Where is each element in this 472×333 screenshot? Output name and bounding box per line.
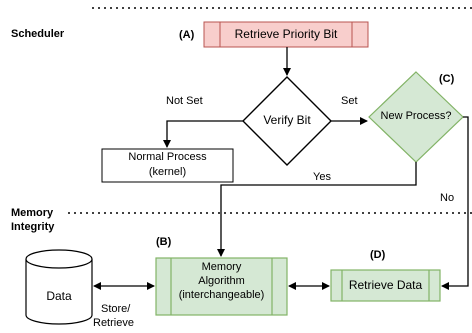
edge-label-store-retrieve-line2: Retrieve bbox=[93, 317, 134, 329]
edge-label-yes: Yes bbox=[313, 171, 331, 183]
retrieve-priority-bit-box bbox=[203, 21, 369, 48]
edge-new-process-yes bbox=[217, 162, 417, 257]
retrieve-priority-bit-label: Retrieve Priority Bit bbox=[234, 27, 338, 41]
section-scheduler: Scheduler bbox=[11, 28, 65, 40]
memory-algorithm-box bbox=[155, 257, 288, 316]
edge-verify-not-set bbox=[163, 120, 243, 148]
verify-bit-label: Verify Bit bbox=[263, 113, 311, 127]
edge-label-store-retrieve-line1: Store/ bbox=[101, 303, 131, 315]
tag-a: (A) bbox=[179, 29, 195, 41]
memory-algorithm-label-line2: Algorithm bbox=[198, 275, 245, 287]
edge-new-process-no bbox=[441, 116, 469, 290]
edge-label-no: No bbox=[440, 192, 455, 204]
retrieve-data-box bbox=[330, 269, 441, 302]
data-cylinder bbox=[25, 249, 93, 325]
section-memory-integrity-line2: Integrity bbox=[11, 221, 55, 233]
tag-b: (B) bbox=[156, 236, 172, 248]
memory-algorithm-label-line1: Memory bbox=[201, 261, 242, 273]
tag-d: (D) bbox=[370, 249, 386, 261]
data-label: Data bbox=[46, 289, 72, 303]
normal-process-box bbox=[101, 148, 234, 183]
verify-bit-diamond bbox=[242, 76, 332, 166]
edge-label-not-set: Not Set bbox=[166, 95, 203, 107]
tag-c: (C) bbox=[439, 73, 455, 85]
normal-process-label-line1: Normal Process bbox=[128, 151, 207, 163]
edge-label-set: Set bbox=[341, 95, 358, 107]
memory-algorithm-label-line3: (interchangeable) bbox=[178, 289, 265, 301]
retrieve-data-label: Retrieve Data bbox=[348, 278, 423, 292]
new-process-label: New Process? bbox=[380, 110, 452, 122]
normal-process-label-line2: (kernel) bbox=[148, 166, 187, 178]
section-memory-integrity-line1: Memory bbox=[11, 207, 54, 219]
